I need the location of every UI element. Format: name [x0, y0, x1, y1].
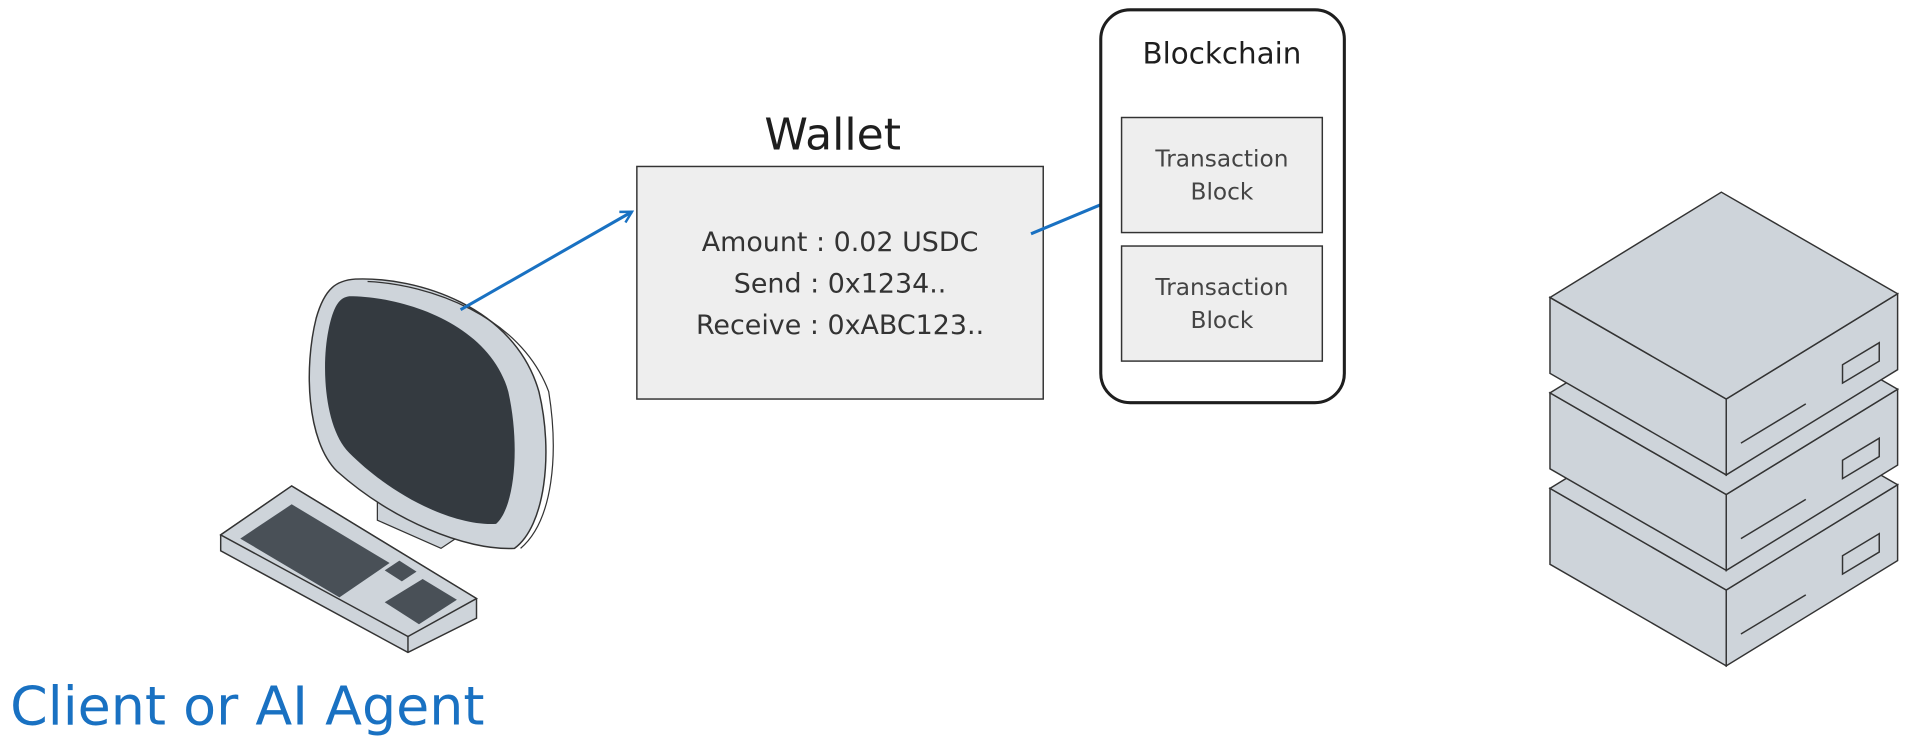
wallet-receive: Receive : 0xABC123..	[696, 310, 984, 341]
wallet-title: Wallet	[764, 109, 901, 160]
wallet-amount: Amount : 0.02 USDC	[702, 227, 979, 258]
transaction-block: Transaction Block	[1120, 116, 1324, 234]
blockchain-title: Blockchain	[1142, 37, 1301, 71]
client-label: Client or AI Agent	[10, 675, 484, 738]
keyboard-icon	[219, 485, 478, 654]
server-stack-icon	[1548, 191, 1900, 668]
arrow-client-to-wallet	[459, 210, 632, 312]
transaction-block-line1: Transaction	[1154, 274, 1288, 301]
wallet-send: Send : 0x1234..	[734, 269, 947, 300]
computer-icon	[219, 278, 554, 654]
transaction-block-line1: Transaction	[1154, 145, 1288, 172]
transaction-block: Transaction Block	[1120, 245, 1324, 362]
server-unit-icon	[1548, 191, 1900, 477]
wallet-box	[636, 165, 1044, 400]
monitor-icon	[308, 278, 554, 550]
transaction-block-line2: Block	[1190, 179, 1253, 206]
transaction-block-line2: Block	[1190, 307, 1253, 334]
